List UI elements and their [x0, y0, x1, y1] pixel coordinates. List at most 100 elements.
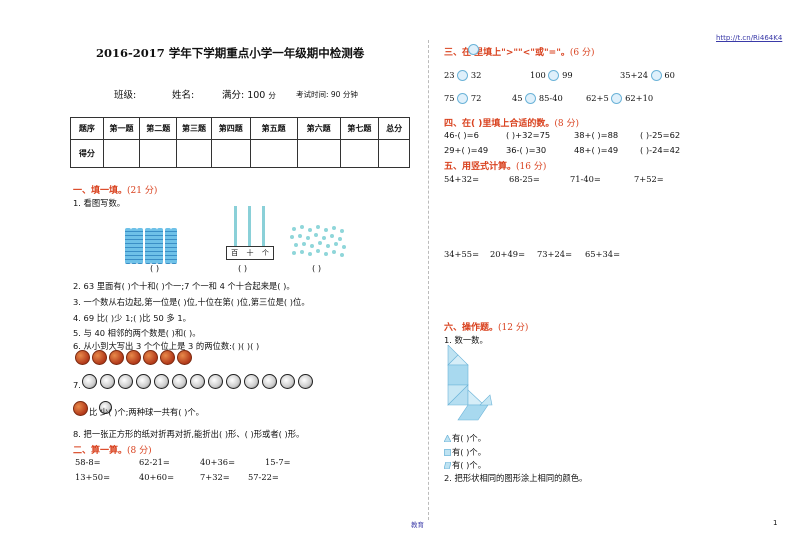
sec1-q7: 7. [73, 380, 81, 390]
basketball-icon [126, 350, 141, 365]
score-cell[interactable] [176, 139, 212, 168]
column-divider [428, 40, 429, 520]
score-cell[interactable] [296, 139, 341, 168]
dot-icon [316, 225, 320, 229]
sec5-item: 65+34= [585, 249, 621, 259]
page-number: 1 [773, 519, 778, 527]
abacus-label-tens: 十 [246, 249, 254, 257]
sec1-q7-text: 比 少( )个;两种球一共有( )个。 [89, 407, 204, 417]
dot-icon [292, 227, 296, 231]
dot-icon [340, 253, 344, 257]
sec5-item: 7+52= [634, 174, 664, 184]
score-header: 题序 [70, 117, 104, 140]
score-cell[interactable] [210, 139, 251, 168]
score-cell[interactable] [339, 139, 380, 168]
soccerball-icon [208, 374, 223, 389]
score-cell[interactable] [378, 139, 410, 168]
sec4-item: 29+( )=49 [444, 145, 489, 155]
score-cell[interactable] [102, 139, 141, 168]
sec2-item: 40+60= [139, 472, 175, 482]
dots-image [288, 223, 348, 259]
soccerball-icon [172, 374, 187, 389]
sec3-row1b: 100 99 [530, 70, 573, 81]
basketball-icon [109, 350, 124, 365]
compare-circle[interactable] [457, 93, 469, 104]
sec4-item: 36-( )=30 [506, 145, 547, 155]
compare-circle[interactable] [650, 70, 662, 81]
score-cell[interactable] [139, 139, 178, 168]
basketball-icon [73, 401, 88, 416]
score-header: 第五题 [249, 117, 298, 140]
dot-icon [342, 245, 346, 249]
dot-icon [322, 236, 326, 240]
answer-blank-3[interactable]: ( ) [312, 263, 322, 273]
sec5-item: 34+55= [444, 249, 480, 259]
sec1-q1: 1. 看图写数。 [73, 198, 126, 208]
answer-blank-2[interactable]: ( ) [238, 263, 248, 273]
sec4-item: ( )-24=42 [640, 145, 681, 155]
sec1-q3: 3. 一个数从右边起,第一位是( )位,十位在第( )位,第三位是( )位。 [73, 297, 310, 307]
sec3-row2c: 62+5 62+10 [586, 93, 654, 104]
sec4-item: ( )+32=75 [506, 130, 551, 140]
sec1-q6: 6. 从小到大写出 3 个个位上是 3 的两位数:( )( )( ) [73, 341, 260, 351]
dot-icon [308, 228, 312, 232]
sec2-item: 62-21= [139, 457, 170, 467]
dot-icon [332, 226, 336, 230]
dot-icon [298, 234, 302, 238]
sec5-item: 68-25= [509, 174, 540, 184]
sec1-q2: 2. 63 里面有( )个十和( )个一;7 个一和 4 个十合起来是( )。 [73, 281, 295, 291]
parallelogram-icon [444, 462, 451, 469]
header-url[interactable]: http://t.cn/Ri464K4 [716, 34, 783, 42]
score-header: 总分 [378, 117, 410, 140]
section2-title: 二、算一算。(8 分) [73, 446, 152, 456]
sec6-q2: 2. 把形状相同的图形涂上相同的颜色。 [444, 473, 588, 483]
soccerball-icon [100, 374, 115, 389]
count-triangles: 有( )个。 [444, 432, 486, 444]
soccerball-icon [190, 374, 205, 389]
sec4-item: ( )-25=62 [640, 130, 681, 140]
score-header: 第七题 [339, 117, 380, 140]
dot-icon [324, 228, 328, 232]
sec3-row2: 75 72 [444, 93, 482, 104]
dot-icon [314, 233, 318, 237]
sec1-q8: 8. 把一张正方形的纸对折再对折,能折出( )形、( )形或者( )形。 [73, 429, 305, 439]
section3-title: 三、在 里填上">""<"或"="。(6 分) [444, 48, 595, 58]
dot-icon [316, 249, 320, 253]
answer-blank-1[interactable]: ( ) [150, 263, 160, 273]
abacus-label-ones: 个 [261, 249, 269, 257]
sec3-row2b: 45 85-40 [512, 93, 563, 104]
compare-circle[interactable] [548, 70, 560, 81]
ball-compare [73, 401, 90, 416]
sec5-item: 54+32= [444, 174, 480, 184]
count-squares: 有( )个。 [444, 446, 486, 458]
score-header: 第四题 [210, 117, 251, 140]
section4-title: 四、在( )里填上合适的数。(8 分) [444, 119, 579, 129]
soccerball-icon [99, 401, 112, 414]
score-header: 第一题 [102, 117, 141, 140]
score-header: 第二题 [139, 117, 178, 140]
sec1-q4: 4. 69 比( )少 1;( )比 50 多 1。 [73, 313, 191, 323]
compare-circle[interactable] [611, 93, 623, 104]
dot-icon [332, 250, 336, 254]
cube-bundles-image [125, 228, 185, 268]
exam-time: 考试时间: 90 分钟 [296, 90, 358, 99]
soccerball-icon [226, 374, 241, 389]
section1-title: 一、填一填。(21 分) [73, 186, 158, 196]
dot-icon [302, 242, 306, 246]
compare-circle[interactable] [457, 70, 469, 81]
soccerball-icon [262, 374, 277, 389]
class-label: 班级: [114, 90, 137, 101]
compare-circle[interactable] [525, 93, 537, 104]
soccerball-icon [244, 374, 259, 389]
sec3-row1c: 35+24 60 [620, 70, 675, 81]
soccerball-icon [82, 374, 97, 389]
score-cell[interactable] [249, 139, 298, 168]
dot-icon [306, 236, 310, 240]
sec3-row1: 23 32 [444, 70, 482, 81]
square-icon [444, 449, 451, 456]
dot-icon [334, 242, 338, 246]
soccerball-icon [154, 374, 169, 389]
sec5-item: 71-40= [570, 174, 601, 184]
footer-center[interactable]: 教育 [411, 521, 424, 529]
sec2-item: 13+50= [75, 472, 111, 482]
